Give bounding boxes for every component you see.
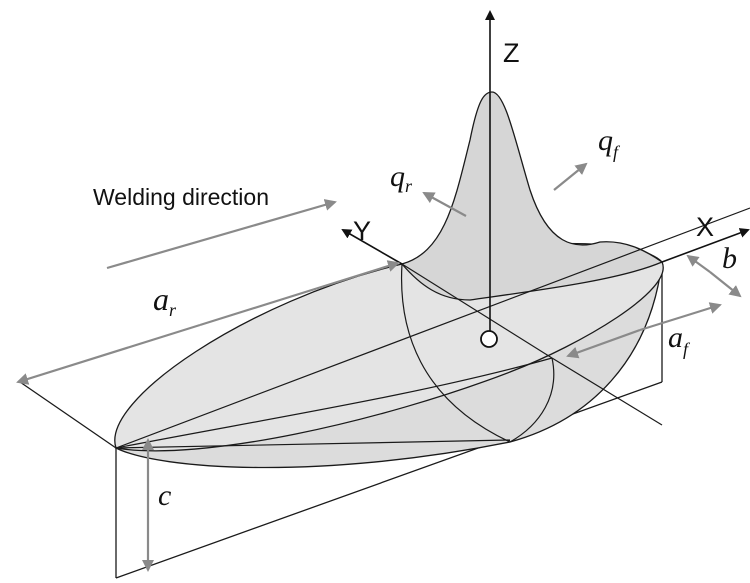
af-dim-arrow-2 <box>639 302 722 332</box>
y-axis-ext <box>551 357 663 426</box>
section-lines <box>115 207 750 449</box>
a-r-label: ar <box>153 281 177 320</box>
a-r-sub: r <box>169 300 177 320</box>
origin-marker <box>480 330 498 348</box>
cross-curve-right <box>509 357 555 443</box>
q-r-label: qr <box>390 160 413 196</box>
diag-front-line <box>115 439 511 449</box>
c-label: c <box>158 479 171 512</box>
af-dim-arrow-1 <box>566 328 641 359</box>
q-f-base: q <box>598 124 613 157</box>
x-axis <box>661 228 750 263</box>
axes <box>341 10 750 338</box>
dimension-arrows <box>16 162 742 572</box>
a-r-base: a <box>153 281 169 317</box>
heat-flux-peak <box>400 91 664 301</box>
qr-arrow <box>422 192 467 217</box>
q-f-label: qf <box>598 124 621 162</box>
b-label: b <box>722 242 737 275</box>
b-dim-arrow-2 <box>709 271 742 298</box>
q-r-base: q <box>390 160 405 193</box>
y-axis-line <box>401 263 553 359</box>
a-f-label: af <box>668 321 691 359</box>
a-f-sub: f <box>683 339 691 359</box>
b-dim-arrow-1 <box>686 254 711 273</box>
qf-arrow <box>553 162 588 191</box>
welding-direction-label: Welding direction <box>93 184 269 210</box>
q-f-sub: f <box>613 142 621 162</box>
y-axis-label: Y <box>353 216 371 246</box>
front-mid-curve <box>115 357 553 449</box>
welding-direction-arrow <box>106 199 337 270</box>
a-f-base: a <box>668 321 683 354</box>
x-axis-label: X <box>696 212 714 242</box>
z-axis-label: Z <box>503 38 520 68</box>
ar-dim-arrow-1 <box>16 323 201 385</box>
y-axis <box>341 229 403 265</box>
ar-dim-arrow-2 <box>199 260 400 327</box>
q-r-sub: r <box>405 176 413 196</box>
cross-curve-left <box>400 263 511 443</box>
long-axis-line <box>115 207 750 449</box>
base-edge-back <box>19 381 117 449</box>
